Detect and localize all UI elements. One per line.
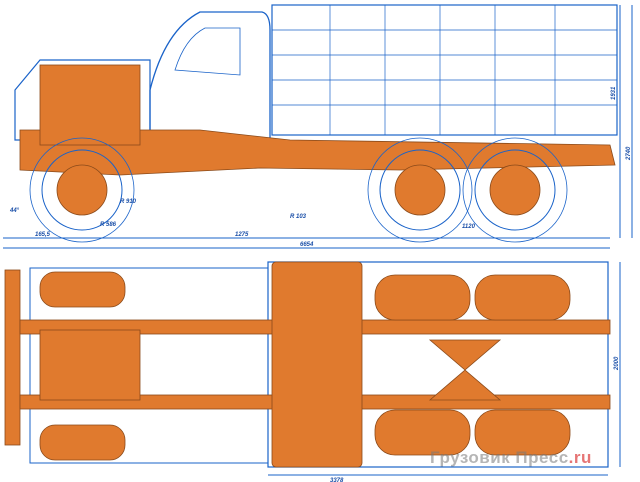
dimension-lines — [3, 5, 633, 249]
watermark-text: Грузовик Пресс — [430, 448, 569, 467]
hood — [14, 59, 151, 141]
front-tire-right — [39, 424, 126, 461]
engine-plan — [39, 329, 141, 401]
dim-label: 1931 — [611, 86, 617, 100]
axle-bracket — [428, 339, 502, 401]
dim-label: 1120 — [462, 224, 476, 230]
fuel-tank-plan — [271, 261, 363, 468]
front-tire-left — [39, 271, 126, 308]
dim-label: R 103 — [290, 214, 307, 220]
dim-label: R 586 — [100, 222, 117, 228]
side-dimension-labels: 165,5 1275 6654 R 586 R 910 R 103 1120 4… — [9, 86, 632, 248]
front-bumper — [4, 269, 21, 446]
rear-tire-1 — [374, 274, 471, 321]
cab-plan — [29, 267, 269, 464]
dim-label: 44° — [9, 208, 20, 214]
dim-label: R 910 — [120, 199, 137, 205]
cab-window — [174, 27, 241, 76]
rear-tire-3 — [374, 409, 471, 456]
plan-view: 3378 2000 — [4, 261, 621, 482]
dim-label: 2740 — [626, 146, 632, 161]
cargo-slats — [272, 5, 617, 135]
rear-wheel-2 — [462, 137, 568, 243]
dim-label: 6654 — [300, 242, 314, 248]
watermark: Грузовик Пресс.ru — [430, 448, 592, 468]
rear-wheel-1 — [367, 137, 473, 243]
engine — [39, 64, 141, 146]
cab — [149, 11, 271, 141]
rear-tire-4 — [474, 409, 571, 456]
watermark-suffix: .ru — [568, 448, 592, 467]
dim-label: 2000 — [614, 356, 620, 371]
side-view — [3, 4, 633, 249]
dim-label: 1275 — [235, 232, 249, 238]
dim-label: 3378 — [330, 478, 344, 482]
dim-label: 165,5 — [35, 232, 51, 238]
front-wheel — [29, 137, 135, 243]
rear-tire-2 — [474, 274, 571, 321]
cargo-body — [271, 4, 618, 136]
